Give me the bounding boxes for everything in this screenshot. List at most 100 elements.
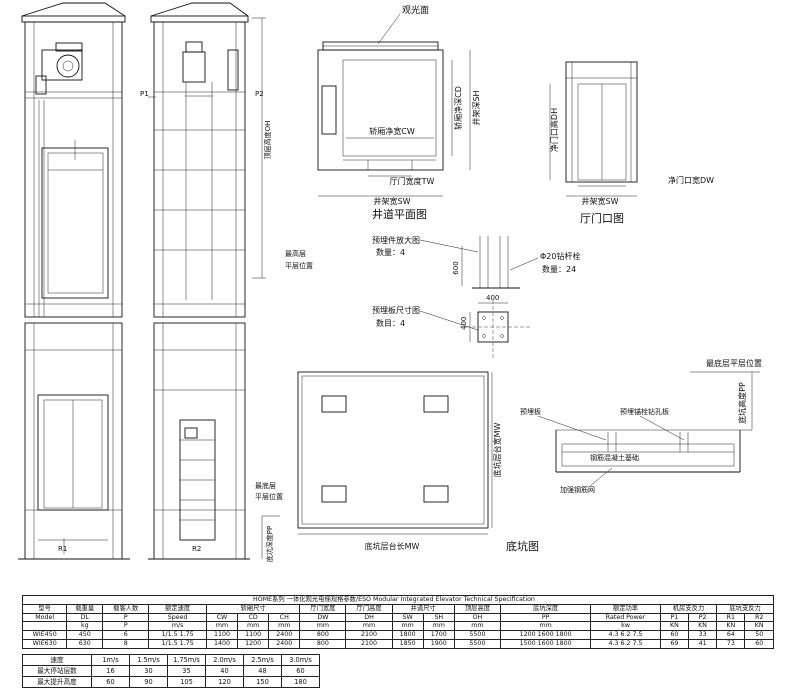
door-height-label: 净门口高DH [549, 108, 559, 152]
cell: 1700 [422, 630, 455, 640]
cell: 60 [659, 630, 689, 640]
hdr-speed: 额定速度 [148, 603, 207, 614]
car-depth-label: 轿厢净深CD [453, 86, 463, 130]
cell: WIE450 [21, 630, 68, 640]
cell: 1/1.5 1.75 [148, 638, 207, 649]
side-elevation-lower: R2 [148, 322, 250, 560]
spec-header-row-3: kg P m/s mm mm mm mm mm mm mm mm mm kw K… [21, 621, 774, 632]
cell: 2100 [345, 630, 393, 640]
cell: 60 [744, 638, 774, 649]
spec-table-title: HOME系列 一体化观光电梯规格参数/ESO Modular Integrate… [22, 595, 774, 605]
bottom-floor-level-label: 最底层 [255, 481, 276, 490]
hdr2-cell: R2 [744, 612, 774, 623]
cell: 1500 1600 1800 [500, 638, 592, 649]
cell: 1.5m/s [129, 654, 168, 666]
cell: 2.0m/s [205, 654, 244, 666]
hdr-overhead: 顶层高度 [453, 603, 502, 614]
door-title: 厅门口图 [580, 211, 624, 225]
cell: 3.0m/s [281, 654, 320, 666]
cell: WIE630 [21, 638, 68, 649]
table-row: WIE450 450 6 1/1.5 1.75 1100 1100 2400 8… [21, 630, 774, 640]
pit-length-label: 底坑层台长MW [365, 541, 420, 551]
cell: 1100 [205, 630, 239, 640]
hdr2-cell: P1 [659, 612, 689, 623]
unit-cell: kw [590, 621, 661, 632]
top-floor-level-label-2: 平层位置 [285, 261, 313, 270]
cell: 69 [659, 638, 689, 649]
hdr2-cell: SW [391, 612, 424, 623]
hdr2-cell: DL [66, 612, 104, 623]
top-floor-level-label: 最高层 [285, 249, 306, 258]
cell: 50 [744, 630, 774, 640]
plate-qty: 数目：4 [376, 318, 405, 328]
cell: 64 [716, 630, 746, 640]
cell: 1.75m/s [167, 654, 206, 666]
cell: 180 [281, 676, 320, 688]
cell: 1/1.5 1.75 [148, 630, 207, 640]
cell: 5500 [453, 630, 502, 640]
cell: 800 [299, 630, 347, 640]
cell: 1900 [422, 638, 455, 649]
viewport-label: 观光面 [402, 4, 429, 16]
plate-dim-w: 400 [486, 294, 499, 302]
pit-section: 最底层平层位置 底坑高度PP 预埋板 预埋锚栓钻孔板 钢筋混凝土基础 加强钢筋网 [520, 358, 762, 494]
unit-cell: mm [237, 621, 270, 632]
shaft-plan: 观光面 轿厢净宽CW 厅门宽度TW 井架宽SW 轿厢净深CD 井架深SH 井道平… [317, 4, 481, 221]
top-height-label: 顶层高度OH [263, 121, 272, 160]
cell: 120 [205, 676, 244, 688]
hdr-model: 型号 [21, 603, 68, 614]
unit-cell: mm [268, 621, 301, 632]
cell: 150 [243, 676, 282, 688]
front-elevation-upper [21, 2, 126, 318]
cell: 33 [687, 630, 718, 640]
table-row: WIE630 630 8 1/1.5 1.75 1400 1200 2400 8… [21, 638, 774, 649]
door-width-dim-label: 净门口宽DW [668, 175, 714, 185]
concrete-label: 钢筋混凝土基础 [590, 453, 639, 462]
hdr2-cell: P [102, 612, 150, 623]
hdr-load: 载重量 [66, 603, 104, 614]
hdr-passengers: 载客人数 [102, 603, 150, 614]
cell: 73 [716, 638, 746, 649]
side-elevation-upper: P1 P2 [140, 2, 264, 318]
cell: 1200 [237, 638, 270, 649]
unit-cell [21, 621, 68, 632]
unit-cell: KN [744, 621, 774, 632]
max-stops-label: 最大停站层数 [22, 665, 92, 677]
cell: 1400 [205, 638, 239, 649]
unit-cell: mm [299, 621, 347, 632]
cell: 1m/s [91, 654, 130, 666]
cell: 2400 [268, 638, 301, 649]
anchor-plate-label: 预埋板 [520, 407, 541, 416]
plate-dim-h: 400 [460, 317, 468, 330]
cell: 40 [205, 665, 244, 677]
cell: 450 [66, 630, 104, 640]
cell: 2400 [268, 630, 301, 640]
hdr-car-size: 轿厢尺寸 [205, 603, 301, 614]
max-rise-row: 最大提升高度 60 90 105 120 150 180 [22, 676, 320, 688]
bolt-qty: 数量：4 [376, 247, 405, 257]
cell: 41 [687, 638, 718, 649]
max-rise-label: 最大提升高度 [22, 676, 92, 688]
hdr-door-width: 厅门宽度 [299, 603, 347, 614]
pit-title: 底坑图 [506, 539, 539, 553]
cell: 5500 [453, 638, 502, 649]
hdr-pit-depth: 底坑深度 [500, 603, 592, 614]
front-elevation-lower: R1 [18, 322, 130, 560]
cell: 105 [167, 676, 206, 688]
hdr-machine-reaction: 机房支反力 [659, 603, 718, 614]
unit-cell: mm [205, 621, 239, 632]
bolt-label: 预埋件放大图 [372, 235, 420, 245]
cell: 1200 1600 1800 [500, 630, 592, 640]
r2-label: R2 [192, 545, 201, 553]
hdr2-cell: OH [453, 612, 502, 623]
plate-label: 预埋板尺寸图 [372, 305, 420, 315]
plan-shaft-width-label: 井架宽SW [374, 196, 411, 206]
car-width-label: 轿厢净宽CW [369, 126, 415, 136]
hdr2-cell: DH [345, 612, 393, 623]
cell: 16 [91, 665, 130, 677]
elevator-drawing: R1 P1 P2 [18, 2, 762, 562]
hdr2-cell: Rated Power [590, 612, 661, 623]
pit-width-label: 底坑层台宽MW [492, 423, 502, 478]
cell: 630 [66, 638, 104, 649]
spec-header-row-2: Model DL P Speed CW CD CH DW DH SW SH OH… [21, 612, 774, 623]
